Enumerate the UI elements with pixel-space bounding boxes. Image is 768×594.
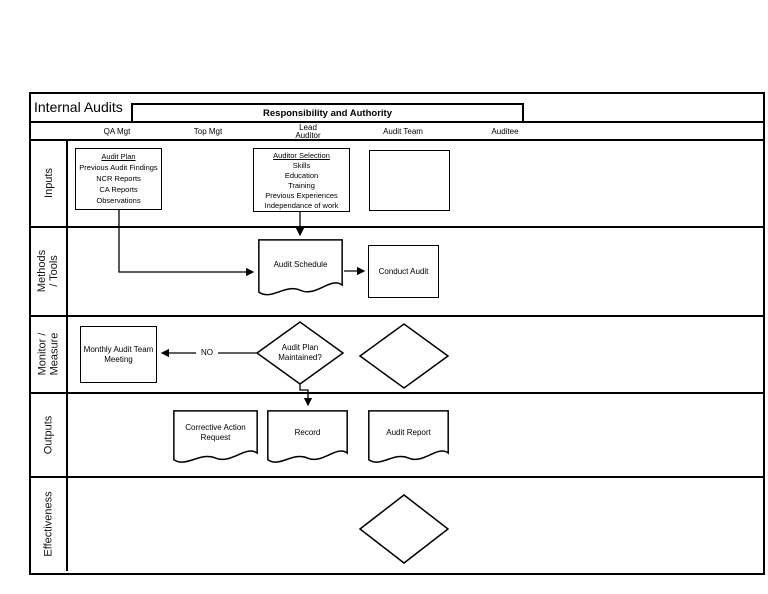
audit-schedule-label: Audit Schedule (273, 260, 328, 269)
auditor-selection-line: Education (284, 171, 319, 180)
auditor-selection-line: Skills (292, 161, 311, 170)
node-auditor-selection: Auditor Selection Skills Education Train… (253, 148, 350, 212)
node-audit-report-shape (368, 410, 449, 468)
audit-plan-title: Audit Plan (101, 152, 136, 161)
decision-audit-plan-maintained-label: Audit Plan Maintained? (278, 343, 322, 362)
record-label: Record (294, 428, 321, 437)
column-header-audit-team: Audit Team (383, 126, 423, 136)
banner-responsibility-authority: Responsibility and Authority (131, 103, 524, 123)
auditor-selection-line: Previous Experiences (265, 191, 338, 200)
row-label-inputs: Inputs (31, 140, 66, 226)
auditor-selection-line: Training (288, 181, 315, 190)
node-empty-box-audit-team (369, 150, 450, 211)
grid-line-outputs-bottom (29, 476, 765, 478)
node-audit-schedule-shape (258, 239, 343, 301)
page-title: Internal Audits (34, 99, 123, 115)
grid-line-methods-bottom (29, 315, 765, 317)
document-shape (259, 240, 342, 295)
audit-plan-line: Observations (96, 196, 141, 205)
audit-plan-line: CA Reports (99, 185, 138, 194)
row-label-outputs: Outputs (31, 393, 66, 476)
row-label-outputs-text: Outputs (42, 415, 55, 454)
column-header-lead-auditor: Lead Auditor (295, 122, 321, 140)
document-shape (174, 411, 257, 462)
audit-report-label: Audit Report (386, 428, 431, 437)
node-record-shape (267, 410, 348, 468)
document-shape (268, 411, 347, 462)
auditor-selection-line: Independance of work (264, 201, 339, 210)
column-header-top-mgt: Top Mgt (193, 126, 223, 136)
node-corrective-action-request-shape (173, 410, 258, 468)
row-label-inputs-text: Inputs (42, 168, 55, 198)
node-audit-plan: Audit Plan Previous Audit Findings NCR R… (75, 148, 162, 210)
grid-line-inputs-bottom (29, 226, 765, 228)
row-label-monitor-measure: Monitor / Measure (31, 316, 66, 392)
connector-label-no: NO (196, 348, 218, 358)
diagram-frame (29, 92, 765, 575)
audit-plan-line: Previous Audit Findings (79, 163, 158, 172)
audit-plan-line: NCR Reports (96, 174, 141, 183)
corrective-action-request-label: Corrective Action Request (185, 423, 246, 442)
row-label-methods-tools-text: Methods / Tools (36, 249, 61, 293)
row-label-monitor-measure-text: Monitor / Measure (36, 332, 61, 376)
grid-line-header-bottom (29, 139, 765, 141)
column-header-auditee: Auditee (491, 126, 519, 136)
auditor-selection-title: Auditor Selection (273, 151, 330, 160)
row-label-effectiveness: Effectiveness (31, 477, 66, 571)
row-label-effectiveness-text: Effectiveness (42, 491, 55, 557)
grid-line-monitor-bottom (29, 392, 765, 394)
document-shape (369, 411, 448, 462)
column-header-qa-mgt: QA Mgt (103, 126, 131, 136)
node-monthly-audit-team-meeting: Monthly Audit Team Meeting (80, 326, 157, 383)
grid-line-rowlabel-divider (66, 139, 68, 571)
row-label-methods-tools: Methods / Tools (31, 227, 66, 315)
node-conduct-audit: Conduct Audit (368, 245, 439, 298)
